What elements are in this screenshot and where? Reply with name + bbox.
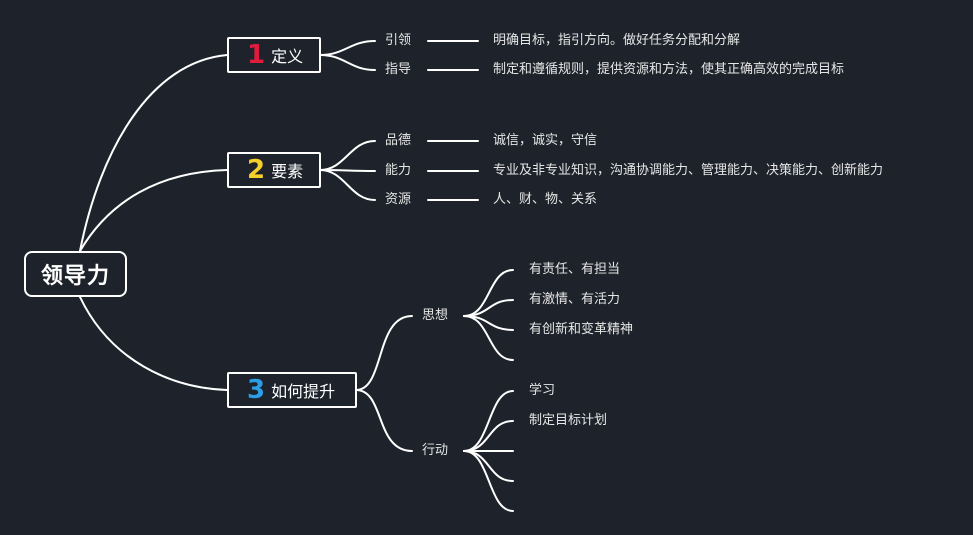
branch-number: 3 [247,375,266,405]
link-b2-c3 [319,169,376,201]
branch-node-definition[interactable]: 1 定义 [227,37,321,73]
topic-detail[interactable]: 明确目标，指引方向。做好任务分配和分解 [493,33,741,48]
branch-label: 如何提升 [271,382,336,401]
topic-label[interactable]: 资源 [385,192,412,207]
leaf-item[interactable]: 有激情、有活力 [529,292,621,307]
topic-label[interactable]: 品德 [385,133,412,148]
link-b2-c1 [319,140,376,171]
branch-number: 2 [247,155,266,185]
link-xd-2 [463,420,514,452]
topic-detail[interactable]: 专业及非专业知识，沟通协调能力、管理能力、决策能力、创新能力 [493,163,884,178]
leaf-item[interactable]: 学习 [529,383,556,398]
topic-label[interactable]: 指导 [385,62,412,77]
topic-label[interactable]: 引领 [385,33,412,48]
link-b3-c2 [355,389,413,452]
topic-label[interactable]: 行动 [422,443,449,458]
link-root-branch-3 [79,296,228,391]
leaf-item[interactable]: 有责任、有担当 [529,262,621,277]
link-b1-c2 [319,54,376,71]
branch-number: 1 [247,40,266,70]
link-b3-c1 [355,315,413,391]
root-node[interactable]: 领导力 [24,251,127,297]
link-root-branch-1 [79,54,228,252]
link-xd-4 [463,450,514,482]
topic-detail[interactable]: 诚信，诚实，守信 [493,133,598,148]
topic-detail[interactable]: 人、财、物、关系 [493,192,598,207]
topic-detail[interactable]: 制定和遵循规则，提供资源和方法，使其正确高效的完成目标 [493,62,845,77]
link-sx-4 [463,315,514,361]
branch-node-how-to-improve[interactable]: 3 如何提升 [227,372,357,408]
link-xd-5 [463,450,514,512]
leaf-item[interactable]: 制定目标计划 [529,413,608,428]
branch-label: 要素 [271,162,304,181]
leaf-item[interactable]: 有创新和变革精神 [529,322,634,337]
link-root-branch-2 [79,169,228,252]
branch-node-elements[interactable]: 2 要素 [227,152,321,188]
topic-label[interactable]: 思想 [422,308,449,323]
link-xd-1 [463,390,514,452]
branch-label: 定义 [271,47,304,66]
link-b1-c1 [319,40,376,56]
root-label: 领导力 [40,264,110,289]
topic-label[interactable]: 能力 [385,163,412,178]
